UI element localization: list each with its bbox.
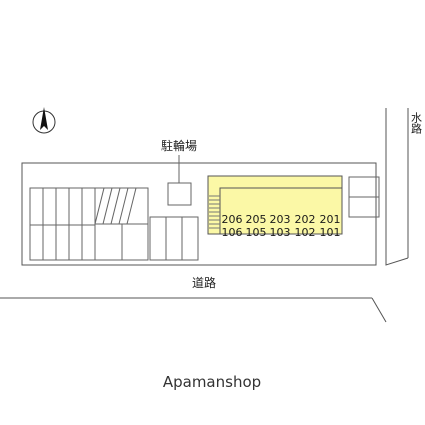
bicycle-parking-label: 駐輪場 xyxy=(161,138,197,153)
parking-area xyxy=(29,187,199,261)
unit-206: 206 xyxy=(222,213,243,226)
unit-201: 201 xyxy=(320,213,341,226)
bicycle-parking xyxy=(167,182,192,206)
unit-102: 102 xyxy=(295,226,316,239)
unit-203: 203 xyxy=(270,213,291,226)
brand-label: Apamanshop xyxy=(163,373,261,391)
unit-205: 205 xyxy=(246,213,267,226)
road xyxy=(0,297,387,323)
storage-box xyxy=(348,176,380,218)
waterway-label: 水路 xyxy=(410,112,423,135)
building xyxy=(207,175,343,235)
unit-105: 105 xyxy=(246,226,267,239)
road-label: 道路 xyxy=(192,275,216,290)
site-boundary xyxy=(21,162,377,266)
unit-106: 106 xyxy=(222,226,243,239)
north-arrow-icon xyxy=(32,107,56,134)
waterway xyxy=(385,108,409,266)
unit-101: 101 xyxy=(320,226,341,239)
unit-103: 103 xyxy=(270,226,291,239)
unit-202: 202 xyxy=(295,213,316,226)
